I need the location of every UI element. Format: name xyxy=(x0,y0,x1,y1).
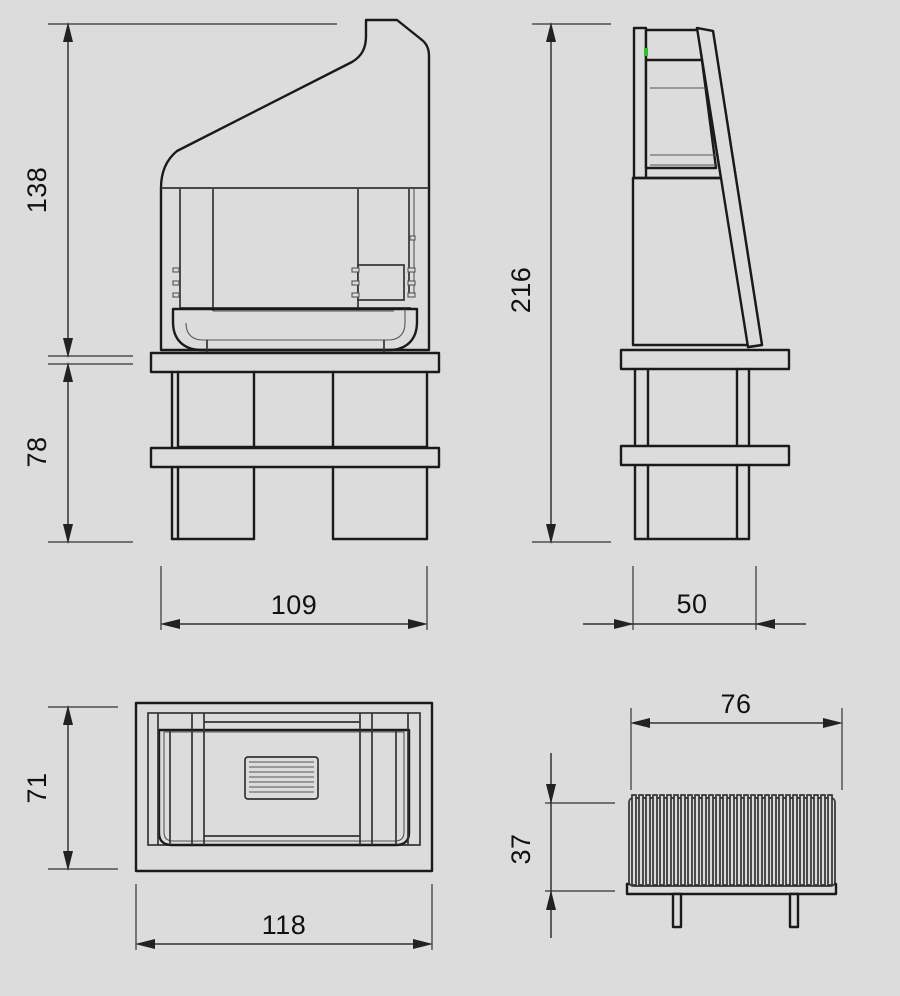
connector-tick xyxy=(407,292,416,298)
arrow-118-right xyxy=(413,939,433,949)
connector-tick xyxy=(172,292,180,298)
connector-tick xyxy=(351,292,360,298)
connector-tick xyxy=(351,280,360,286)
arrow-37-up xyxy=(546,890,556,910)
heatsink-pin-right xyxy=(788,892,800,929)
dim-label-50: 50 xyxy=(676,589,707,619)
dimension-78: 78 xyxy=(22,362,133,544)
vent-grille-slats xyxy=(249,761,314,793)
arrow-216-down xyxy=(546,524,556,544)
arrow-37-down xyxy=(546,784,556,804)
heatsink-pin-left xyxy=(671,892,683,929)
dimension-37: 37 xyxy=(506,753,615,938)
dim-label-216: 216 xyxy=(506,267,536,314)
arrow-109-left xyxy=(160,619,180,629)
connector-tick xyxy=(351,267,360,273)
connector-tick xyxy=(407,280,416,286)
component-box xyxy=(357,264,405,301)
dim-label-71: 71 xyxy=(22,772,52,803)
side-stand-mid-plate xyxy=(619,444,791,467)
arrow-50-left xyxy=(614,619,634,629)
tray-inner-line xyxy=(185,309,406,341)
heatsink-fins xyxy=(631,794,833,886)
connector-tick xyxy=(172,267,180,273)
arrow-78-up xyxy=(63,362,73,382)
arrow-118-left xyxy=(135,939,155,949)
arrow-76-left xyxy=(630,718,650,728)
dim-label-138: 138 xyxy=(22,167,52,214)
arrow-138-up xyxy=(63,22,73,42)
connector-tick xyxy=(409,235,416,241)
dimension-138: 138 xyxy=(22,22,337,358)
dimension-216: 216 xyxy=(506,22,611,544)
dimension-118: 118 xyxy=(135,884,433,950)
dimension-71: 71 xyxy=(22,705,118,871)
plan-view xyxy=(134,701,434,873)
front-elevation-view xyxy=(149,18,441,541)
dimension-76: 76 xyxy=(630,689,843,790)
arrow-138-down xyxy=(63,338,73,358)
dimension-50: 50 xyxy=(583,566,806,630)
dim-label-76: 76 xyxy=(720,689,751,719)
arrow-109-right xyxy=(408,619,428,629)
side-screen-box xyxy=(644,28,718,170)
vent-grille-frame xyxy=(244,756,319,800)
arrow-216-up xyxy=(546,22,556,42)
arrow-50-right xyxy=(755,619,775,629)
dim-label-118: 118 xyxy=(262,910,307,940)
arrow-76-right xyxy=(823,718,843,728)
stand-top-plate xyxy=(149,351,441,374)
side-stand-top-plate xyxy=(619,348,791,371)
arrow-78-down xyxy=(63,524,73,544)
dim-label-78: 78 xyxy=(22,436,52,467)
side-slanted-upright-overlay xyxy=(695,26,764,349)
dim-label-109: 109 xyxy=(271,590,318,620)
connector-tick xyxy=(172,280,180,286)
arrow-71-up xyxy=(63,705,73,725)
tray-rounded-shell xyxy=(171,307,419,352)
plan-rounded-body-inner xyxy=(163,731,405,842)
arrow-71-down xyxy=(63,851,73,871)
connector-tick xyxy=(407,267,416,273)
side-elevation-view xyxy=(619,26,791,541)
detail-view xyxy=(625,794,838,929)
stand-mid-plate xyxy=(149,446,441,469)
dimension-109: 109 xyxy=(160,566,428,630)
dim-label-37: 37 xyxy=(506,833,536,864)
green-marker-dot xyxy=(644,48,648,56)
